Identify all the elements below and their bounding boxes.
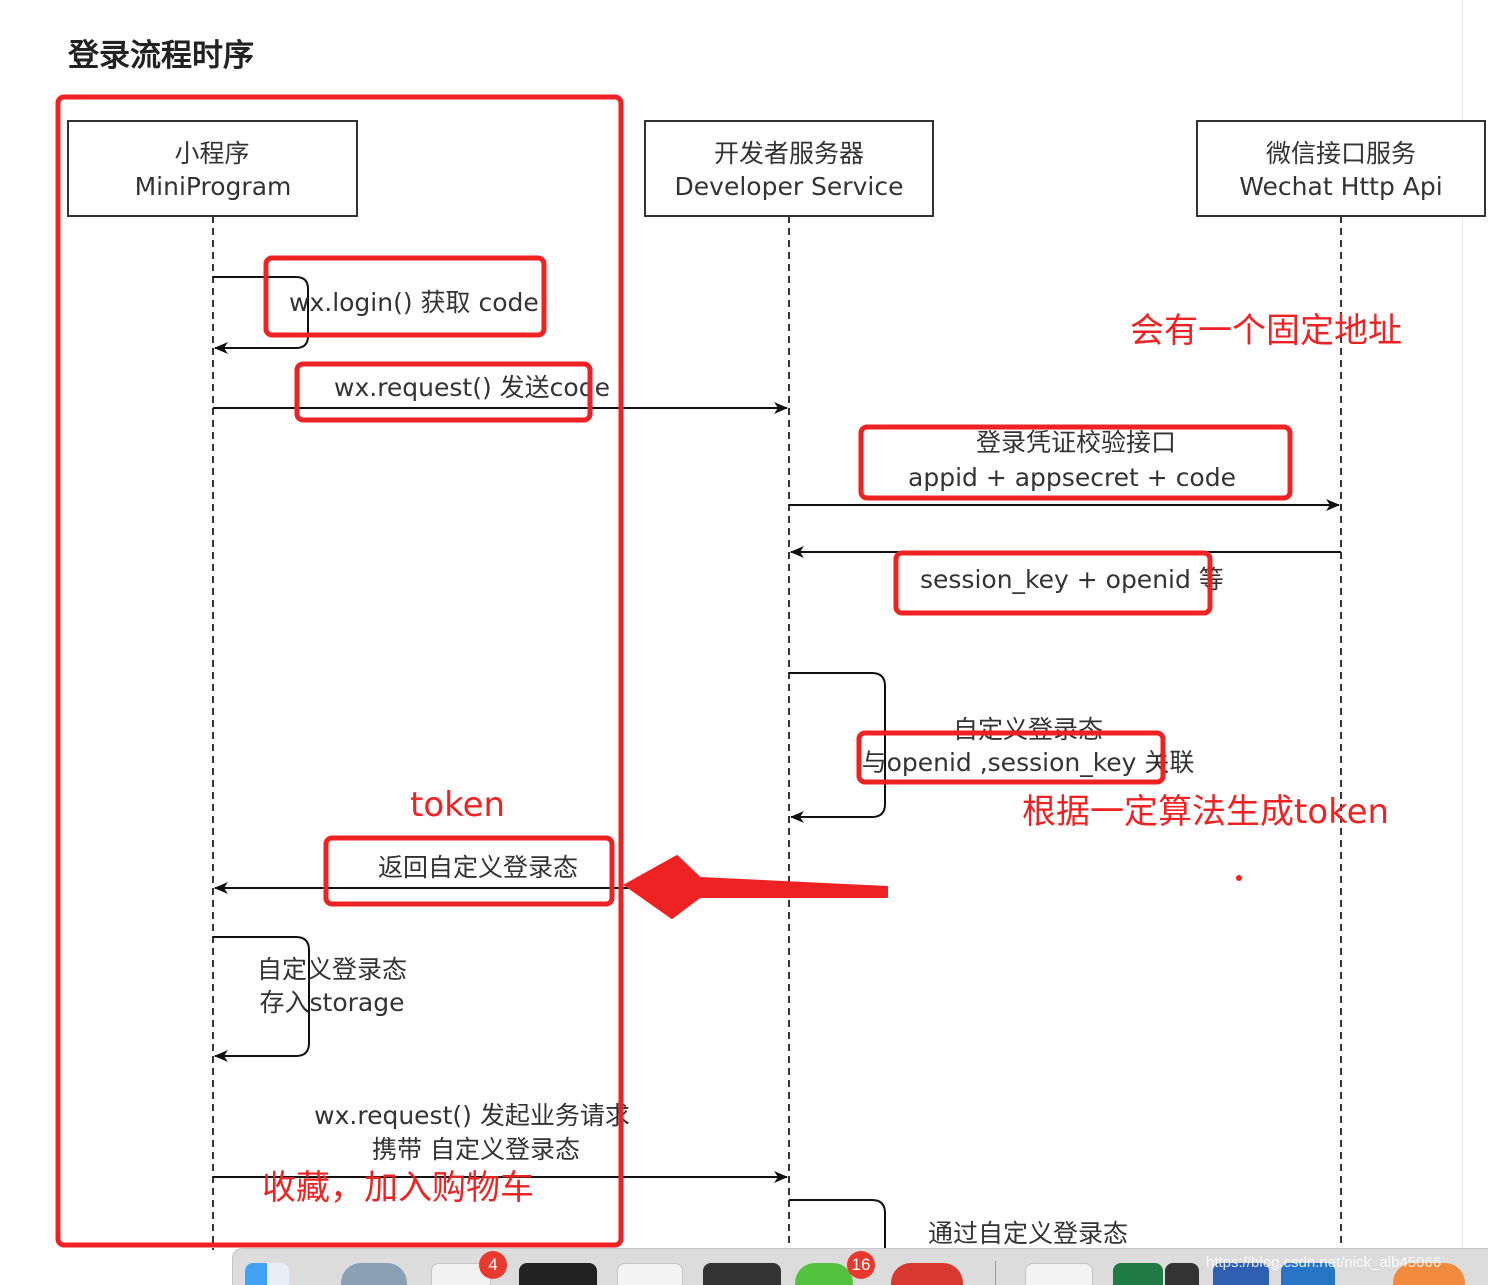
page-title: 登录流程时序 [68,38,254,74]
msg-business-line1: wx.request() 发起业务请求 [314,1101,630,1130]
participant-miniprogram: 小程序 MiniProgram [67,120,358,217]
dock-separator [995,1261,996,1285]
highlight-return-state [323,835,615,907]
participant-developer-en: Developer Service [675,172,904,201]
dock: 4 16 [232,1248,1488,1285]
document-icon[interactable] [1025,1263,1093,1285]
watermark: https://blog.csdn.net/nick_alb45066 [1206,1254,1442,1271]
annotation-token: token [410,785,505,825]
highlight-login [263,255,547,338]
participant-developer-service: 开发者服务器 Developer Service [644,120,934,217]
big-red-arrow [624,855,888,919]
wechat-badge: 16 [847,1251,875,1279]
participant-wechat-cn: 微信接口服务 [1266,139,1416,168]
highlight-session [893,550,1213,616]
record-icon[interactable] [891,1263,963,1285]
msg-store-storage-arrow [213,936,310,1062]
red-dot [1236,875,1242,881]
msg-business-line2: 携带 自定义登录态 [372,1135,580,1164]
safari-icon[interactable] [341,1263,407,1285]
highlight-request-code [294,361,593,423]
participant-miniprogram-cn: 小程序 [174,139,249,168]
msg-verify-state-arrow [789,1199,886,1250]
msg-wx-login-arrow [213,276,309,354]
terminal-icon[interactable] [519,1263,597,1285]
msg-custom-state-line1: 自定义登录态 [953,715,1103,744]
wechat-icon[interactable] [795,1263,853,1285]
msg-session-return-label: session_key + openid 等 [920,565,1224,594]
participant-miniprogram-en: MiniProgram [135,172,292,201]
annotation-fixed-address: 会有一个固定地址 [1130,311,1402,351]
participant-wechat-api: 微信接口服务 Wechat Http Api [1196,120,1486,217]
console-icon[interactable] [703,1263,781,1285]
excel-icon[interactable] [1113,1263,1163,1285]
msg-request-code-label: wx.request() 发送code [334,373,610,402]
blue-app-icon[interactable] [1281,1263,1335,1285]
participant-developer-cn: 开发者服务器 [714,139,864,168]
highlight-verify [858,424,1293,501]
msg-verify-line1: 登录凭证校验接口 [976,428,1176,457]
msg-custom-state-arrow [789,672,886,823]
highlight-miniprogram-column [55,94,624,1248]
page-right-border [1462,0,1463,1250]
msg-custom-state-line2: 与openid ,session_key 关联 [862,748,1195,777]
sequence-diagram: 小程序 MiniProgram 开发者服务器 Developer Service… [55,94,1486,1250]
msg-verify-state-label: 通过自定义登录态 [928,1219,1128,1248]
notes-icon[interactable] [617,1263,683,1285]
orange-app-icon[interactable] [1393,1263,1465,1285]
msg-verify-line2: appid + appsecret + code [908,463,1236,492]
annotation-collect-cart: 收藏，加入购物车 [262,1168,534,1208]
finder-icon[interactable] [245,1263,289,1285]
participant-wechat-en: Wechat Http Api [1239,172,1442,201]
msg-return-state-label: 返回自定义登录态 [378,853,578,882]
annotation-generate-token: 根据一定算法生成token [1022,792,1389,832]
highlight-openid [856,730,1166,785]
mail-badge: 4 [479,1251,507,1279]
msg-wx-login-label: wx.login() 获取 code [289,288,539,317]
msg-store-storage-line1: 自定义登录态 [257,955,407,984]
msg-store-storage-line2: 存入storage [260,988,405,1017]
grid-app-icon[interactable] [1165,1263,1199,1285]
word-icon[interactable] [1213,1263,1269,1285]
